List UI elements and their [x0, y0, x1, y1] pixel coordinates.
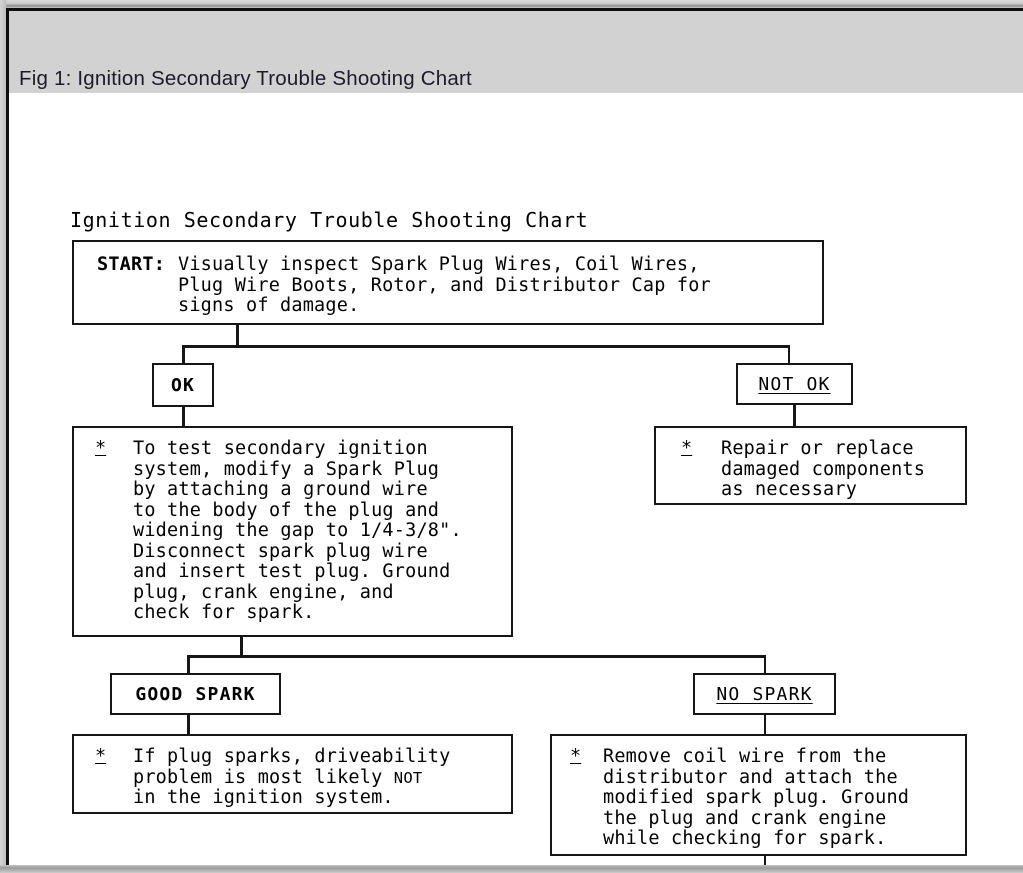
document-frame-left-border [6, 8, 9, 865]
connector-ok-down [182, 407, 185, 426]
node-test-procedure-line-7: and insert test plug. Ground [133, 561, 451, 582]
node-no-spark-label: NO SPARK [716, 683, 813, 705]
node-test-procedure-line-1: To test secondary ignition [133, 438, 428, 459]
window-left-bevel [0, 0, 6, 873]
node-good-spark[interactable]: GOOD SPARK [110, 673, 281, 715]
node-good-spark-label: GOOD SPARK [135, 683, 256, 705]
node-no-spark-action-line-1: Remove coil wire from the [603, 746, 887, 767]
node-repair[interactable]: * Repair or replace damaged components a… [654, 426, 967, 505]
connector-no-spark-down [763, 715, 766, 734]
chart-title: Ignition Secondary Trouble Shooting Char… [70, 208, 589, 232]
node-good-spark-result[interactable]: * If plug sparks, driveability problem i… [72, 734, 513, 814]
node-start-line-1: Visually inspect Spark Plug Wires, Coil … [178, 254, 700, 275]
node-test-procedure-line-3: by attaching a ground wire [133, 479, 428, 500]
node-ok-label: OK [170, 374, 196, 396]
node-test-procedure-bullet: * [95, 438, 107, 459]
window-top-bevel [0, 0, 1023, 8]
node-not-ok[interactable]: NOT OK [736, 363, 853, 405]
document-canvas: Ignition Secondary Trouble Shooting Char… [9, 93, 1023, 865]
node-test-procedure-line-6: Disconnect spark plug wire [133, 540, 428, 562]
node-test-procedure[interactable]: * To test secondary ignition system, mod… [72, 426, 513, 637]
figure-header-bar: Fig 1: Ignition Secondary Trouble Shooti… [9, 8, 1023, 93]
connector-level1-to-not-ok [787, 345, 790, 363]
node-test-procedure-line-8: plug, crank engine, and [133, 581, 394, 603]
node-good-spark-result-line-3: in the ignition system. [133, 787, 394, 808]
node-no-spark-action[interactable]: * Remove coil wire from the distributor … [550, 734, 967, 856]
node-start-label: START: [97, 254, 166, 275]
node-good-spark-result-bullet: * [95, 746, 107, 767]
node-repair-line-3: as necessary [721, 479, 858, 500]
node-no-spark-action-line-2: distributor and attach the [603, 766, 898, 788]
node-repair-bullet: * [681, 438, 693, 459]
node-start[interactable]: START: Visually inspect Spark Plug Wires… [72, 240, 824, 325]
node-ok[interactable]: OK [152, 363, 214, 407]
node-test-procedure-line-5: widening the gap to 1/4-3/8". [133, 520, 462, 541]
connector-level2-bar [187, 655, 766, 658]
connector-start-down [236, 325, 239, 345]
connector-no-spark-action-down [763, 856, 766, 865]
node-start-line-3: signs of damage. [178, 295, 360, 316]
node-no-spark[interactable]: NO SPARK [693, 673, 836, 715]
connector-not-ok-down [793, 405, 796, 426]
good-spark-result-emphasis-not: NOT [393, 768, 423, 787]
node-no-spark-action-line-3: modified spark plug. Ground [603, 787, 910, 808]
connector-level2-to-good-spark [187, 655, 190, 673]
node-start-line-2: Plug Wire Boots, Rotor, and Distributor … [178, 274, 711, 296]
node-no-spark-action-line-5: while checking for spark. [603, 828, 887, 849]
node-good-spark-result-line-1: If plug sparks, driveability [133, 746, 451, 767]
node-test-procedure-line-4: to the body of the plug and [133, 499, 440, 521]
connector-level1-bar [182, 345, 790, 348]
flowchart: Ignition Secondary Trouble Shooting Char… [9, 93, 1023, 865]
connector-good-spark-down [187, 715, 190, 734]
good-spark-result-line-2-text: problem is most likely [133, 766, 394, 788]
connector-test-procedure-down [240, 637, 243, 655]
node-good-spark-result-line-2: problem is most likely NOT [133, 766, 423, 789]
node-no-spark-action-line-4: the plug and crank engine [603, 807, 887, 829]
node-repair-line-2: damaged components [721, 458, 926, 480]
window-bottom-bevel [0, 865, 1023, 873]
page-title: Fig 1: Ignition Secondary Trouble Shooti… [19, 67, 472, 90]
node-test-procedure-line-9: check for spark. [133, 602, 315, 623]
node-no-spark-action-bullet: * [570, 746, 582, 767]
connector-level2-to-no-spark [763, 655, 766, 673]
node-not-ok-label: NOT OK [758, 373, 831, 395]
node-repair-line-1: Repair or replace [721, 438, 914, 459]
node-test-procedure-line-2: system, modify a Spark Plug [133, 458, 440, 480]
connector-level1-to-ok [182, 345, 185, 363]
